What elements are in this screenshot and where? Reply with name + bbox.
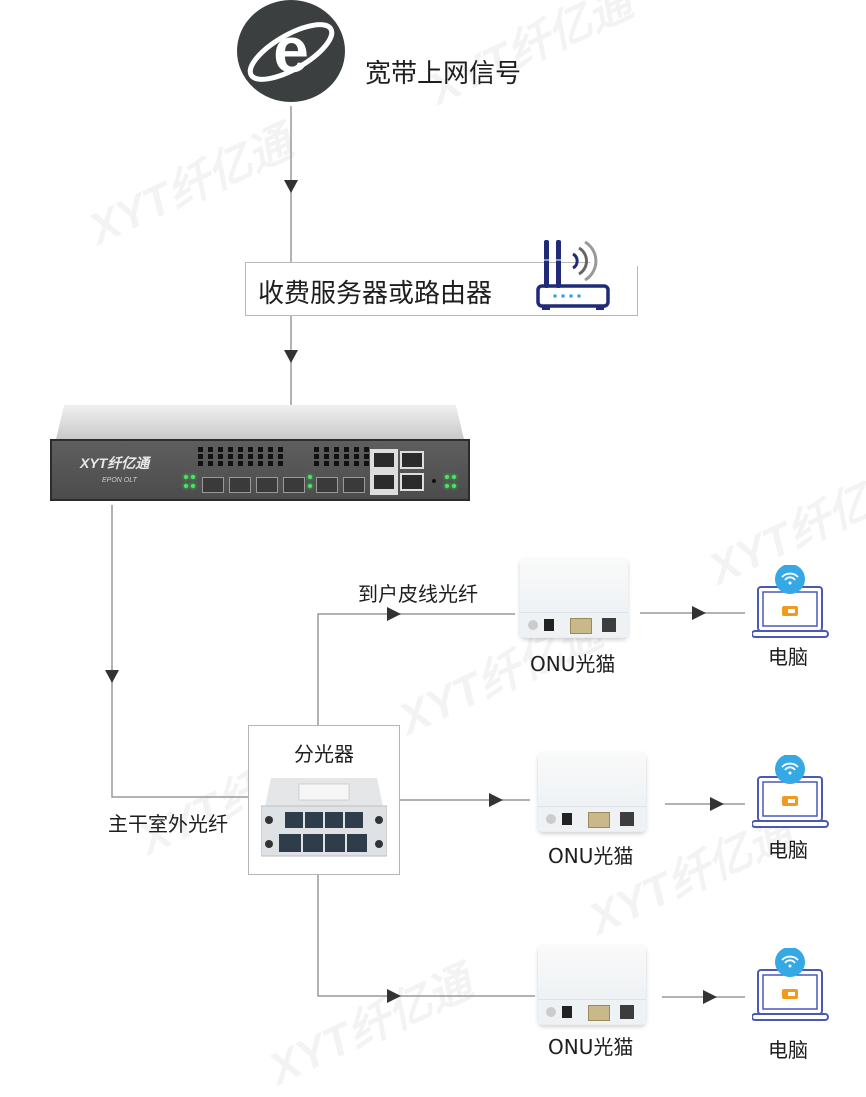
arrow-head xyxy=(387,607,401,621)
arrow-head xyxy=(489,793,503,807)
pc-label: 电脑 xyxy=(768,1038,808,1062)
onu-label: ONU光猫 xyxy=(548,1035,634,1059)
wifi-router-icon xyxy=(536,240,610,310)
arrow-head xyxy=(284,180,298,193)
uplink-port xyxy=(316,477,338,493)
olt-model: EPON OLT xyxy=(102,477,137,484)
onu-label: ONU光猫 xyxy=(530,652,616,676)
pon-port xyxy=(229,477,251,493)
svg-text:e: e xyxy=(273,14,309,86)
onu-device xyxy=(532,945,650,1029)
internet-label: 宽带上网信号 xyxy=(365,59,522,89)
edge-splitter-onu1 xyxy=(317,613,515,725)
arrow-head xyxy=(284,350,298,363)
pon-port xyxy=(256,477,278,493)
laptop-wifi-icon xyxy=(752,948,829,1021)
olt-device: XYT纤亿通 EPON OLT xyxy=(50,405,470,505)
pon-port xyxy=(202,477,224,493)
arrow-head xyxy=(387,989,401,1003)
splitter-node: 分光器 xyxy=(248,725,400,875)
edge-label-trunk: 主干室外光纤 xyxy=(108,812,228,836)
edge-splitter-onu3 xyxy=(317,873,535,997)
ie-browser-icon: e xyxy=(247,14,335,86)
router-label: 收费服务器或路由器 xyxy=(258,279,493,309)
onu-device xyxy=(532,752,650,836)
rj45-port xyxy=(372,473,396,491)
internet-node: e xyxy=(237,0,345,102)
rj45-port xyxy=(372,451,396,469)
splitter-label: 分光器 xyxy=(294,742,354,766)
laptop-wifi-icon xyxy=(752,755,829,828)
arrow-head xyxy=(703,990,717,1004)
olt-brand: XYT纤亿通 xyxy=(80,455,150,471)
onu-label: ONU光猫 xyxy=(548,844,634,868)
mgmt-port xyxy=(400,473,424,491)
pc-label: 电脑 xyxy=(768,838,808,862)
pc-label: 电脑 xyxy=(768,645,808,669)
uplink-port xyxy=(343,477,365,493)
arrow-head xyxy=(105,670,119,683)
arrow-head xyxy=(692,606,706,620)
onu-device xyxy=(514,558,632,642)
edge-olt-splitter xyxy=(111,505,248,798)
laptop-wifi-icon xyxy=(752,565,829,638)
edge-label-drop: 到户皮线光纤 xyxy=(358,582,478,606)
splitter-device-icon xyxy=(261,778,387,857)
reset-button xyxy=(432,479,436,483)
connector-lines xyxy=(105,106,745,1004)
arrow-head xyxy=(710,797,724,811)
pon-port xyxy=(283,477,305,493)
console-port xyxy=(400,451,424,469)
